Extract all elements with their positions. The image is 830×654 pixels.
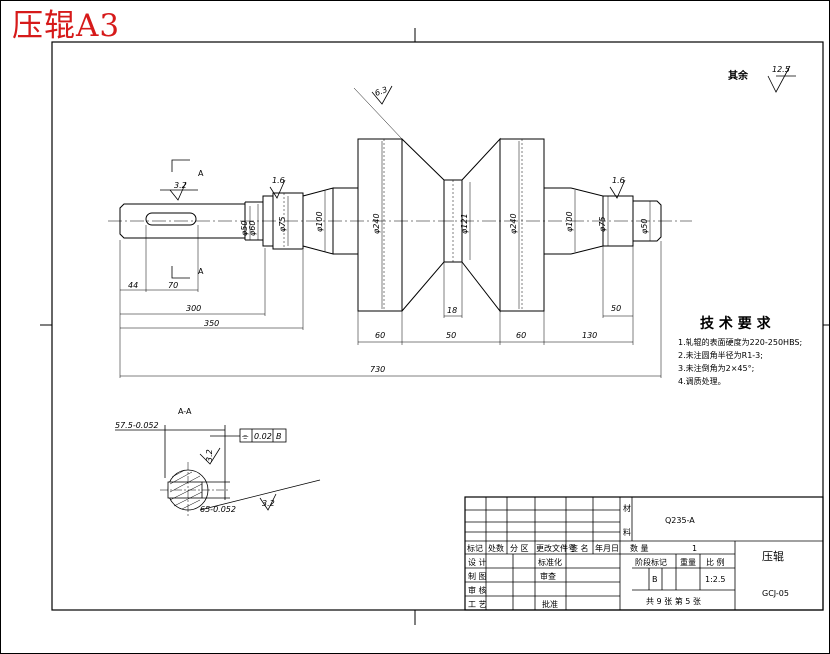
tb-qty-label: 数 量 — [630, 543, 649, 553]
tb-sheet-info: 共 9 张 第 5 张 — [646, 596, 701, 606]
roller-inner-lines — [283, 139, 523, 311]
tb-side-label-1: 材 — [623, 503, 631, 513]
tolerance-datum: B — [276, 432, 282, 441]
tech-req-title: 技 术 要 求 — [700, 315, 772, 332]
tolerance-value: 0.02 — [254, 432, 272, 441]
roughness-mark-3: 1.6 — [272, 176, 285, 185]
section-view-aa — [115, 425, 321, 518]
tb-rev-header-5: 签 名 — [570, 543, 589, 553]
tb-scale-value: 1:2.5 — [705, 575, 726, 584]
section-hatch — [169, 469, 203, 510]
len-label-130: 130 — [582, 331, 597, 340]
roughness-symbols — [160, 65, 796, 511]
tolerance-frame — [239, 428, 287, 443]
tb-scale-label: 比 例 — [706, 557, 725, 567]
tech-requirements-box: 技 术 要 求 1.轧辊的表面硬度为220-250HBS; 2.未注圆角半径为R… — [678, 315, 802, 386]
tb-rev-header-6: 年月日 — [595, 543, 619, 553]
dia-label-3: φ75 — [278, 217, 287, 232]
tech-req-item-1: 1.轧辊的表面硬度为220-250HBS; — [678, 337, 802, 347]
tb-part-name: 压辊 — [762, 549, 784, 563]
tb-rev-header-4: 更改文件号 — [536, 543, 576, 553]
title-block — [464, 496, 824, 611]
dia-label-9: φ75 — [598, 217, 607, 232]
len-label-18: 18 — [447, 306, 457, 315]
dia-label-1: φ50 — [240, 221, 249, 236]
len-label-60b: 60 — [516, 331, 526, 340]
tb-stage-value: B — [652, 575, 658, 584]
roughness-mark-2: 3.2 — [174, 181, 187, 190]
dia-label-6: φ121 — [460, 213, 469, 234]
len-label-44: 44 — [128, 281, 138, 290]
dia-label-2: φ60 — [248, 221, 257, 236]
tb-rev-header-3: 分 区 — [510, 544, 529, 553]
len-label-50a: 50 — [446, 331, 456, 340]
roughness-mark-5: 3.2 — [205, 449, 214, 462]
len-label-300: 300 — [186, 304, 201, 313]
section-dim-bottom: 65-0.052 — [200, 505, 236, 514]
tech-req-item-3: 3.未注倒角为2×45°; — [678, 363, 754, 373]
len-label-70: 70 — [168, 281, 178, 290]
section-label-bottom: A — [198, 267, 204, 276]
tb-std-label: 标准化 — [538, 557, 562, 567]
dia-label-10: φ50 — [640, 219, 649, 234]
tolerance-symbol: ⌯ — [242, 432, 249, 441]
tb-stage-label: 阶段标记 — [635, 557, 667, 567]
len-label-60a: 60 — [375, 331, 385, 340]
tb-row-design: 设 计 — [468, 557, 487, 567]
tb-weight-label: 重量 — [680, 557, 696, 567]
tb-side-label-2: 料 — [623, 527, 631, 537]
dia-label-5: φ240 — [372, 213, 381, 234]
tech-req-item-2: 2.未注圆角半径为R1-3; — [678, 350, 763, 360]
tb-approve-label: 批准 — [542, 599, 558, 609]
section-label-aa: A-A — [178, 407, 192, 416]
tb-material: Q235-A — [665, 516, 695, 525]
roughness-note-label: 其余 — [728, 69, 749, 82]
roughness-note-value: 12.5 — [772, 65, 790, 74]
section-arrows — [171, 159, 190, 279]
roughness-mark-6: 3.2 — [262, 499, 275, 508]
len-label-50b: 50 — [611, 304, 621, 313]
tech-req-item-4: 4.调质处理。 — [678, 376, 726, 386]
tb-row-process: 工 艺 — [468, 600, 487, 609]
tb-rev-header-1: 标记 — [467, 543, 483, 553]
dia-label-4: φ100 — [315, 211, 324, 232]
roughness-mark-1: 6.3 — [374, 85, 389, 98]
drawing-title-stamp: 压辊A3 — [12, 8, 121, 44]
section-dim-top: 57.5-0.052 — [115, 421, 159, 430]
tb-rev-header-2: 处数 — [488, 543, 504, 553]
tb-qty-value: 1 — [692, 544, 697, 553]
tb-drawing-no: GCJ-05 — [762, 589, 789, 598]
len-label-350: 350 — [204, 319, 219, 328]
dia-label-8: φ100 — [565, 211, 574, 232]
len-label-730: 730 — [370, 365, 385, 374]
roughness-mark-4: 1.6 — [612, 176, 625, 185]
shaft-outline — [119, 137, 662, 313]
tb-review-label: 审查 — [540, 571, 556, 581]
tb-row-draw: 制 图 — [468, 571, 487, 581]
dimension-lines — [119, 87, 662, 378]
dia-label-7: φ240 — [509, 213, 518, 234]
section-label-top: A — [198, 169, 204, 178]
tb-row-review: 审 核 — [468, 585, 487, 595]
